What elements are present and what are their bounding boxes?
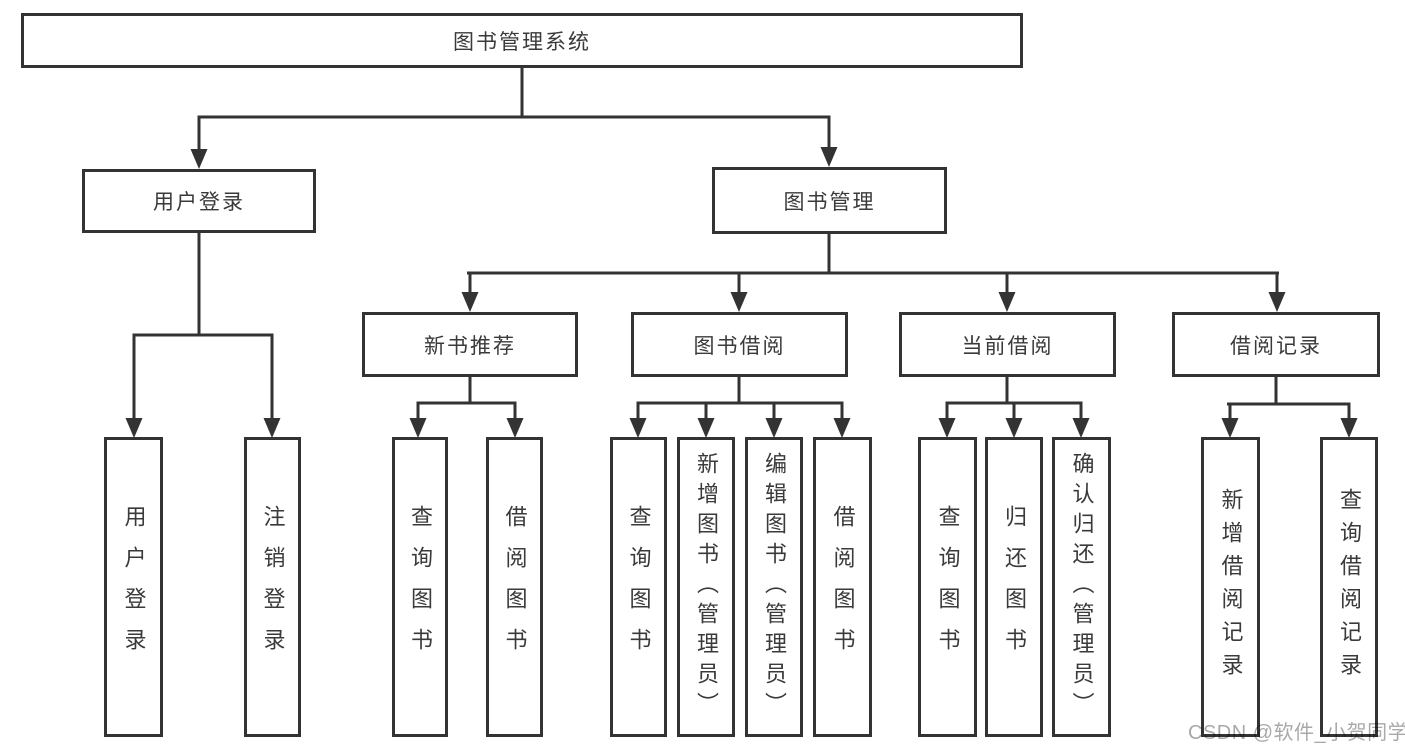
- leaf-query-borrow-record: 查询借阅记录: [1320, 437, 1378, 737]
- leaf-user-login: 用户登录: [104, 437, 163, 737]
- leaf-add-book-admin: 新增图书（管理员）: [677, 437, 735, 737]
- node-book-borrow: 图书借阅: [631, 312, 848, 377]
- leaf-edit-book-admin: 编辑图书（管理员）: [745, 437, 803, 737]
- leaf-query-books-current-label: 查询图书: [935, 505, 961, 669]
- leaf-logout-label: 注销登录: [260, 505, 286, 669]
- leaf-query-books-current: 查询图书: [918, 437, 977, 737]
- node-new-book-recommend: 新书推荐: [362, 312, 578, 377]
- leaf-return-book: 归还图书: [985, 437, 1043, 737]
- leaf-query-borrow-record-label: 查询借阅记录: [1337, 488, 1362, 686]
- leaf-query-books-recommend: 查询图书: [392, 437, 448, 737]
- arrow-heads: [125, 147, 1358, 438]
- node-current-borrow-label: 当前借阅: [961, 334, 1054, 358]
- node-new-book-recommend-label: 新书推荐: [424, 334, 516, 358]
- leaf-return-book-label: 归还图书: [1002, 505, 1027, 669]
- leaf-logout: 注销登录: [244, 437, 301, 737]
- node-book-management-label: 图书管理: [783, 190, 876, 214]
- leaf-confirm-return-admin: 确认归还（管理员）: [1052, 437, 1111, 737]
- node-book-management: 图书管理: [712, 167, 947, 234]
- leaf-borrow-books-recommend: 借阅图书: [486, 437, 543, 737]
- node-root-label: 图书管理系统: [453, 30, 591, 54]
- leaf-user-login-label: 用户登录: [121, 505, 147, 669]
- node-borrow-records: 借阅记录: [1172, 312, 1380, 377]
- node-user-login: 用户登录: [82, 169, 316, 233]
- leaf-query-books-borrow-label: 查询图书: [626, 505, 652, 669]
- node-root: 图书管理系统: [21, 13, 1023, 68]
- leaf-confirm-return-admin-label: 确认归还（管理员）: [1069, 452, 1095, 722]
- leaf-borrow-books-label: 借阅图书: [830, 505, 856, 669]
- tree-edges: [132, 68, 1351, 422]
- leaf-query-books-borrow: 查询图书: [610, 437, 667, 737]
- leaf-borrow-books: 借阅图书: [813, 437, 872, 737]
- leaf-add-borrow-record-label: 新增借阅记录: [1218, 488, 1244, 686]
- node-borrow-records-label: 借阅记录: [1230, 334, 1322, 358]
- node-book-borrow-label: 图书借阅: [693, 334, 786, 358]
- leaf-query-books-recommend-label: 查询图书: [408, 505, 433, 669]
- csdn-watermark: CSDN @软件_小贺同学: [1188, 722, 1405, 744]
- leaf-borrow-books-recommend-label: 借阅图书: [502, 505, 528, 669]
- node-user-login-label: 用户登录: [153, 191, 245, 214]
- node-current-borrow: 当前借阅: [899, 312, 1116, 377]
- leaf-add-borrow-record: 新增借阅记录: [1201, 437, 1260, 737]
- leaf-edit-book-admin-label: 编辑图书（管理员）: [762, 452, 787, 722]
- leaf-add-book-admin-label: 新增图书（管理员）: [694, 452, 719, 722]
